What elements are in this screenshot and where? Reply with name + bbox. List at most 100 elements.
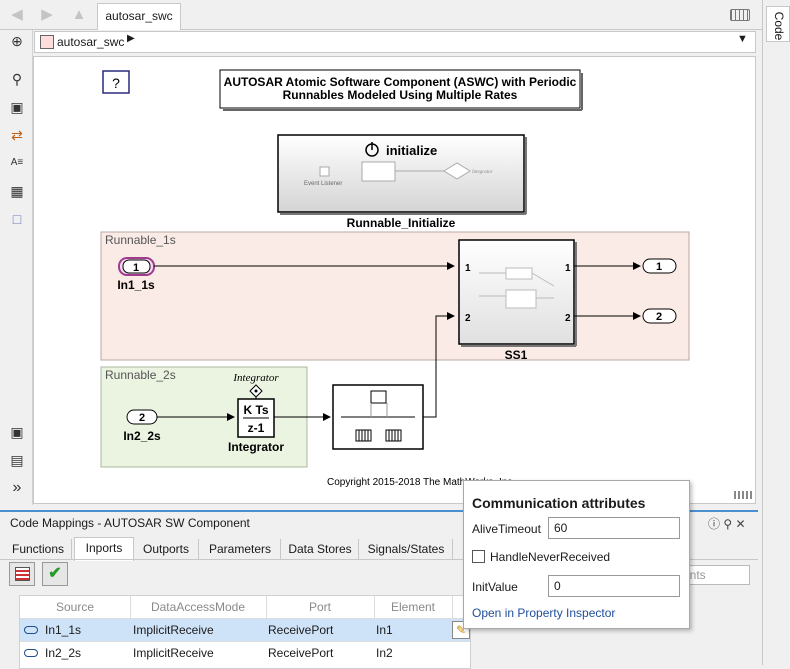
tab-signals-states[interactable]: Signals/States [360, 539, 453, 559]
pin-icon[interactable]: ⚲ [723, 517, 733, 531]
cell-port[interactable]: ReceivePort [268, 623, 334, 637]
communication-attributes-popup: Communication attributes AliveTimeout 60… [463, 480, 690, 629]
back-arrow-icon[interactable]: ◀ [11, 6, 23, 23]
up-arrow-icon[interactable]: ▲ [71, 6, 87, 23]
in1-name: In1_1s [117, 278, 155, 292]
hide-browser-icon[interactable]: ⊕ [11, 33, 23, 49]
inport-in2-2s[interactable]: 2 In2_2s [123, 409, 161, 443]
tab-divider [0, 559, 758, 560]
outport-1[interactable]: 1 [642, 258, 677, 274]
expand-icon[interactable]: » [12, 479, 22, 496]
copyright-annotation: Copyright 2015-2018 The MathWorks, Inc. [327, 477, 515, 488]
column-header-element[interactable]: Element [374, 596, 453, 618]
camera-icon[interactable]: ▣ [10, 424, 24, 440]
tab-strip: ◀ ▶ ▲ autosar_swc [0, 0, 762, 30]
canvas-resize-grip[interactable] [734, 491, 752, 499]
tab-inports[interactable]: Inports [74, 537, 134, 561]
outport-2[interactable]: 2 [642, 308, 677, 324]
cell-data-access-mode[interactable]: ImplicitReceive [133, 623, 214, 637]
cell-source[interactable]: In1_1s [45, 623, 82, 637]
init-value-input[interactable]: 0 [548, 575, 680, 597]
report-icon[interactable]: ▤ [10, 452, 24, 468]
table-row[interactable]: In2_2s ImplicitReceive ReceivePort In2 [20, 641, 470, 664]
signal-line-rate-transition[interactable] [423, 312, 455, 418]
integrator-block[interactable]: Integrator K Ts z-1 Integrator [228, 372, 284, 454]
fit-to-view-icon[interactable]: ▣ [10, 99, 24, 115]
inport-icon [24, 649, 38, 657]
tab-autosar-swc[interactable]: autosar_swc [97, 3, 181, 30]
tab-data-stores[interactable]: Data Stores [282, 539, 359, 559]
image-icon[interactable]: ▦ [10, 183, 24, 199]
handle-never-received-checkbox[interactable] [472, 550, 485, 563]
column-header-source[interactable]: Source [20, 596, 131, 618]
column-header-port[interactable]: Port [266, 596, 375, 618]
help-label: ? [112, 75, 120, 91]
cell-data-access-mode[interactable]: ImplicitReceive [133, 646, 214, 660]
table-row[interactable]: In1_1s ImplicitReceive ReceivePort In1 ✎ [20, 618, 470, 641]
integrator-denominator: z-1 [248, 421, 265, 435]
chevron-right-icon[interactable]: ▶ [127, 33, 135, 44]
title-annotation: AUTOSAR Atomic Software Component (ASWC)… [219, 69, 583, 111]
alive-timeout-input[interactable]: 60 [548, 517, 680, 539]
area-icon[interactable]: □ [12, 211, 22, 227]
out1-number: 1 [656, 261, 662, 273]
runnable-initialize-block[interactable]: initialize Event Listener Integrator Run… [277, 134, 527, 230]
panel-controls: ⓘ ⚲ ✕ [708, 515, 746, 532]
ss1-out1-label: 1 [565, 263, 571, 274]
runnable-2s-label: Runnable_2s [105, 368, 176, 382]
close-icon[interactable]: ✕ [735, 517, 746, 531]
help-block[interactable]: ? [102, 70, 130, 94]
cell-source[interactable]: In2_2s [45, 646, 82, 660]
runnable-1s-area[interactable]: Runnable_1s [100, 231, 690, 361]
integrator-numerator: K Ts [243, 403, 268, 417]
in2-name: In2_2s [123, 429, 161, 443]
handle-never-received-label: HandleNeverReceived [490, 550, 611, 564]
title-line-2: Runnables Modeled Using Multiple Rates [283, 88, 518, 102]
rate-transition-block[interactable] [332, 384, 424, 450]
code-mappings-title: Code Mappings - AUTOSAR SW Component [10, 516, 250, 530]
block-diagram: ? AUTOSAR Atomic Software Component (ASW… [100, 69, 690, 488]
checkmark-icon: ✔ [48, 565, 62, 582]
model-address-bar[interactable]: autosar_swc ▶ ▼ [34, 31, 756, 53]
address-path[interactable]: autosar_swc [57, 35, 125, 49]
ss1-out2-label: 2 [565, 313, 571, 324]
popup-title: Communication attributes [472, 495, 646, 511]
init-value-label: InitValue [472, 580, 518, 594]
cell-element[interactable]: In1 [376, 623, 393, 637]
init-integrator-label: Integrator [471, 170, 493, 175]
arrow-icon[interactable]: ⇄ [11, 127, 23, 143]
code-side-panel: Code [762, 0, 790, 665]
column-header-data-access-mode[interactable]: DataAccessMode [130, 596, 267, 618]
code-panel-label: Code [772, 11, 786, 41]
validate-button[interactable]: ✔ [42, 562, 68, 586]
left-toolbar: ⊕ ⚲ ▣ ⇄ A≡ ▦ □ ▣ ▤ » [0, 30, 33, 505]
in2-number: 2 [139, 412, 145, 424]
forward-arrow-icon[interactable]: ▶ [41, 6, 53, 23]
integrator-top-label: Integrator [232, 372, 279, 384]
inport-in1-1s[interactable]: 1 In1_1s [117, 257, 155, 292]
model-canvas[interactable]: ? AUTOSAR Atomic Software Component (ASW… [33, 56, 756, 504]
ss1-name: SS1 [505, 348, 528, 362]
chevron-down-icon[interactable]: ▼ [737, 33, 748, 45]
initialize-label: initialize [386, 143, 437, 158]
cell-element[interactable]: In2 [376, 646, 393, 660]
event-listener-label: Event Listener [304, 181, 342, 187]
code-panel-tab[interactable]: Code [766, 6, 790, 42]
help-circle-icon[interactable]: ⓘ [708, 517, 721, 531]
subsystem-ss1[interactable]: 1 2 1 2 SS1 [458, 239, 577, 362]
zoom-in-icon[interactable]: ⚲ [11, 71, 23, 87]
out2-number: 2 [656, 311, 662, 323]
cell-port[interactable]: ReceivePort [268, 646, 334, 660]
model-icon [40, 35, 54, 49]
open-property-inspector-link[interactable]: Open in Property Inspector [472, 606, 616, 620]
annotation-icon[interactable]: A≡ [10, 157, 24, 168]
keyboard-icon[interactable] [730, 9, 750, 21]
integrator-name: Integrator [228, 440, 284, 454]
tab-functions[interactable]: Functions [5, 539, 72, 559]
alive-timeout-label: AliveTimeout [472, 522, 541, 536]
table-config-icon [15, 567, 30, 581]
configure-columns-button[interactable] [9, 562, 35, 586]
tab-outports[interactable]: Outports [134, 539, 199, 559]
tab-parameters[interactable]: Parameters [200, 539, 281, 559]
ss1-in1-label: 1 [465, 263, 471, 274]
